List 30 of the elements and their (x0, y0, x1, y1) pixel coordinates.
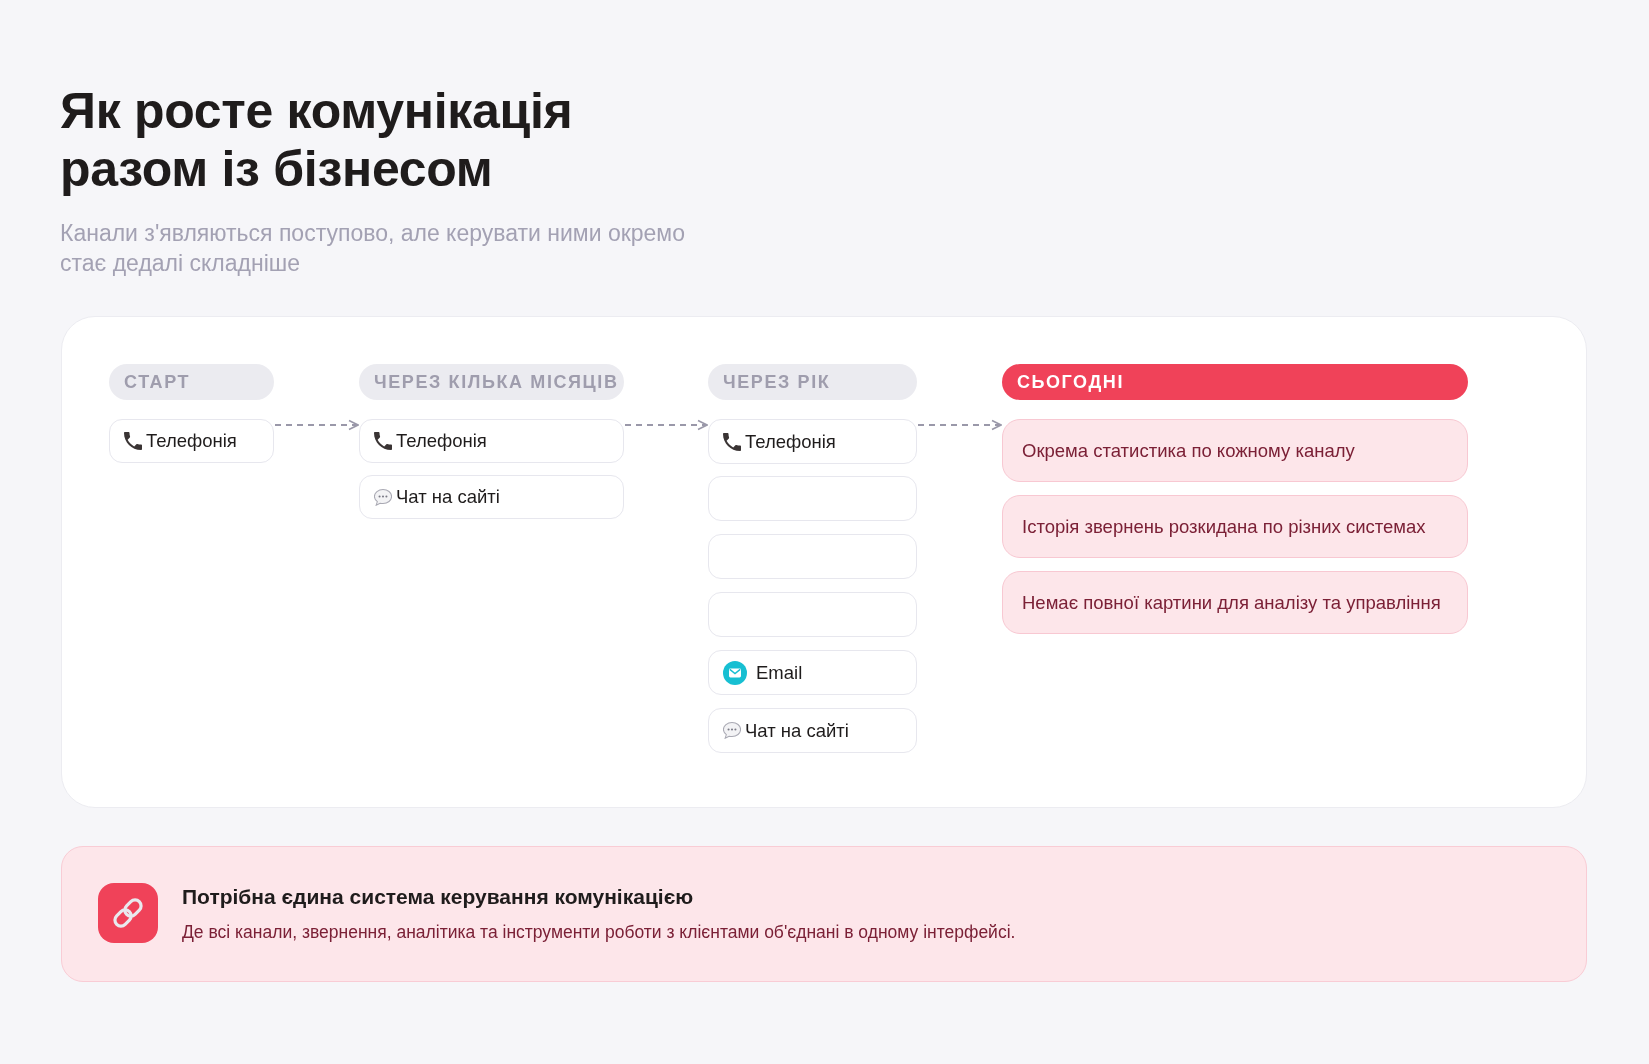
issue-card: Окрема статистика по кожному каналу (1002, 419, 1468, 482)
channel-box (708, 476, 917, 521)
callout-card (61, 846, 1587, 982)
channel-name: Телефонія (396, 430, 487, 452)
channel-name: Телефонія (146, 430, 237, 452)
stage-pill: СЬОГОДНІ (1002, 364, 1468, 400)
title: Як росте комунікація разом із бізнесом (60, 82, 574, 198)
arrow (274, 419, 359, 431)
subtitle: Канали з'являються поступово, але керувати ними окремо стає дедалі складніше (60, 219, 686, 278)
channel-box (708, 650, 917, 695)
callout-heading: Потрібна єдина система керування комунікацією (182, 885, 694, 909)
callout-text: Де всі канали, звернення, аналітика та інструменти роботи з клієнтами об'єднані в одному інтерфейсі. (182, 922, 1016, 943)
channel-name: Email (756, 661, 803, 684)
channel-box (708, 534, 917, 579)
stage-pill: ЧЕРЕЗ КІЛЬКА МІСЯЦІВ (359, 364, 624, 400)
stage-pill: СТАРТ (109, 364, 274, 400)
channel-box (708, 419, 917, 464)
channel-box (708, 708, 917, 753)
channel-name: Телефонія (745, 430, 836, 453)
arrow (917, 419, 1002, 431)
channel-name: Чат на сайті (745, 719, 849, 742)
channel-box (359, 475, 624, 519)
channel-name: Чат на сайті (396, 486, 500, 508)
channel-box (359, 419, 624, 463)
channel-box (109, 419, 274, 463)
arrow (624, 419, 708, 431)
stage-pill: ЧЕРЕЗ РІК (708, 364, 917, 400)
issue-card: Історія звернень розкидана по різних системах (1002, 495, 1468, 558)
channel-box (708, 592, 917, 637)
issue-card: Немає повної картини для аналізу та управління (1002, 571, 1468, 634)
